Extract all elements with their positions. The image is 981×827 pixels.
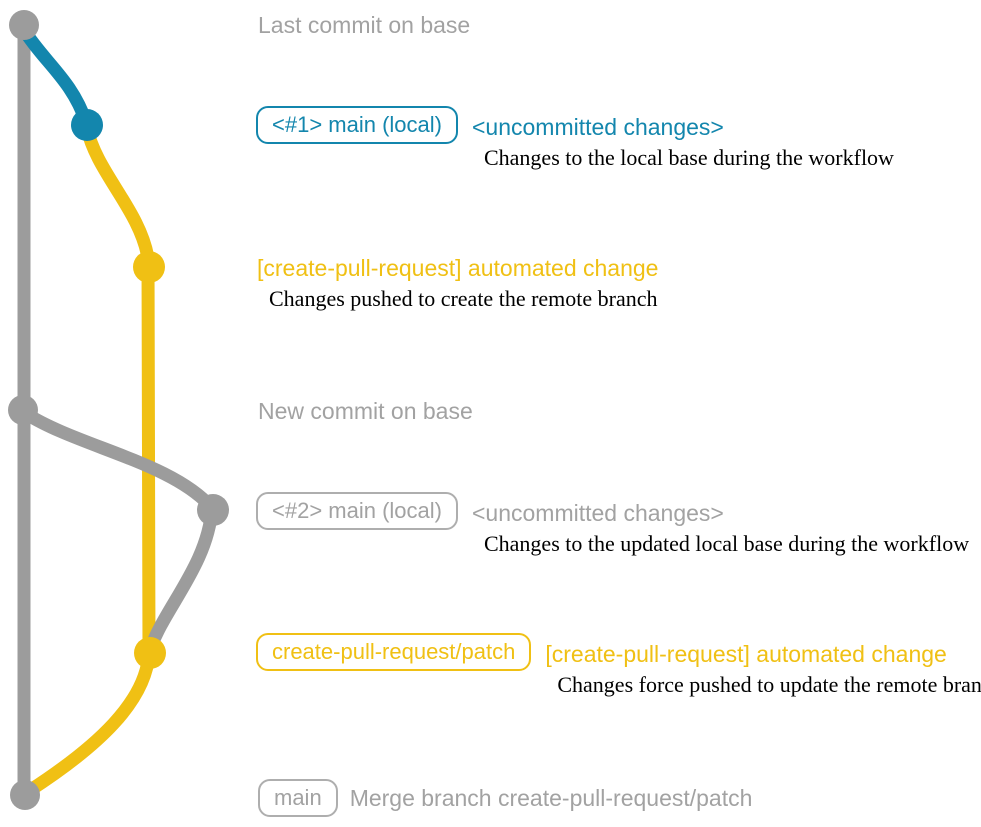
annotation-main-local-1: <uncommitted changes> Changes to the loc… (472, 106, 894, 171)
annotation-title-merge-branch: Merge branch create-pull-request/patch (349, 785, 753, 811)
row-patch-branch: create-pull-request/patch [create-pull-r… (256, 633, 981, 698)
branch-chip-main-local-2: <#2> main (local) (256, 492, 458, 530)
annotation-title-uncommitted-2: <uncommitted changes> (471, 500, 724, 526)
annotation-automated-change-1: [create-pull-request] automated change C… (257, 254, 658, 312)
annotation-desc-updated-local-base: Changes to the updated local base during… (483, 531, 970, 556)
branch-chip-main-local-1: <#1> main (local) (256, 106, 458, 144)
note-new-commit-on-base: New commit on base (258, 398, 473, 424)
row-automated-change-1: [create-pull-request] automated change C… (257, 254, 658, 312)
local-main-branch-line (17, 23, 93, 129)
commit-dot-merge (10, 780, 40, 810)
annotation-desc-force-pushed: Changes force pushed to update the remot… (557, 672, 981, 697)
commit-dot-automated-change-2 (134, 637, 166, 669)
note-last-commit-on-base: Last commit on base (258, 12, 471, 38)
patch-branch-line (80, 121, 156, 660)
row-main-local-1: <#1> main (local) <uncommitted changes> … (256, 106, 894, 171)
branch-chip-main: main (258, 779, 338, 817)
annotation-title-automated-change-1: [create-pull-request] automated change (257, 255, 659, 281)
row-merge: main Merge branch create-pull-request/pa… (258, 779, 752, 817)
patch-merge-line (22, 646, 156, 798)
commit-dot-automated-change-1 (133, 251, 165, 283)
annotation-desc-pushed-create: Changes pushed to create the remote bran… (269, 286, 658, 311)
commit-dot-last-base (9, 10, 39, 40)
annotation-desc-local-base: Changes to the local base during the wor… (483, 145, 894, 170)
commit-dot-local-main-2 (197, 494, 229, 526)
annotation-main-local-2: <uncommitted changes> Changes to the upd… (472, 492, 969, 557)
annotation-title-uncommitted-1: <uncommitted changes> (471, 114, 724, 140)
commit-dot-local-main-1 (71, 109, 103, 141)
annotation-automated-change-2: [create-pull-request] automated change C… (545, 633, 981, 698)
commit-dot-new-base (8, 395, 38, 425)
annotation-title-automated-change-2: [create-pull-request] automated change (545, 641, 947, 667)
base-update-branch-line (18, 406, 219, 657)
branch-chip-create-pull-request-patch: create-pull-request/patch (256, 633, 532, 671)
row-main-local-2: <#2> main (local) <uncommitted changes> … (256, 492, 969, 557)
